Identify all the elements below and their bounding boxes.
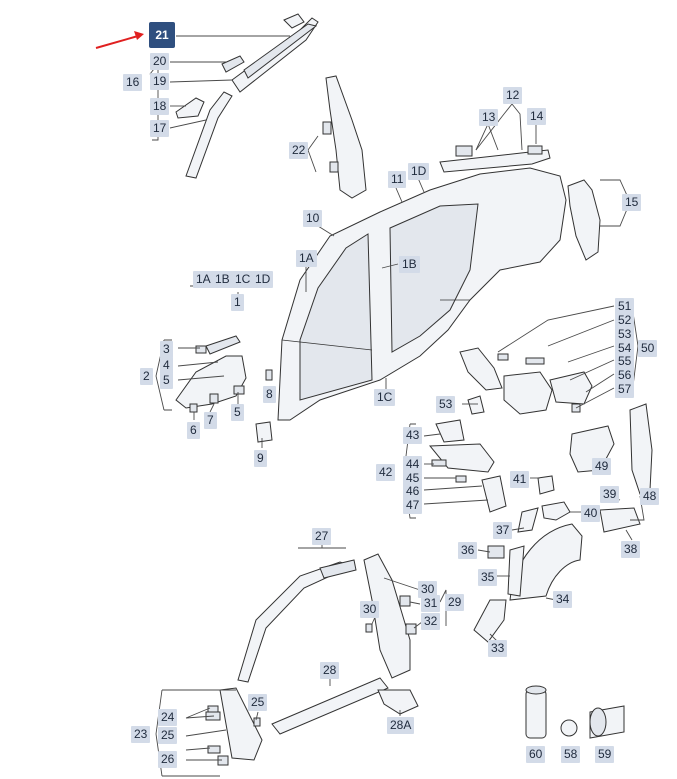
callout-label: 41 [510, 471, 530, 488]
callout-label: 40 [581, 505, 601, 522]
callout-label: 50 [638, 340, 658, 357]
callout-label: 45 [403, 470, 423, 487]
callout-label: 44 [403, 456, 423, 473]
callout-label: 1C [232, 271, 254, 288]
callout-label: 9 [254, 450, 267, 467]
callout-label: 23 [131, 726, 151, 743]
callout-label: 37 [493, 522, 513, 539]
callout-label: 58 [561, 746, 581, 763]
callout-label: 55 [615, 353, 635, 370]
callout-label: 4 [160, 357, 173, 374]
callout-label: 2 [140, 368, 153, 385]
callout-label: 15 [622, 194, 642, 211]
callout-label: 32 [421, 613, 441, 630]
callout-label: 1D [408, 163, 430, 180]
callout-label: 3 [160, 341, 173, 358]
callout-label: 27 [312, 528, 332, 545]
diagram-number-badge: 21 [149, 22, 175, 48]
callout-label: 5 [160, 372, 173, 389]
callout-label: 6 [187, 422, 200, 439]
callout-label: 24 [158, 709, 178, 726]
callout-label: 54 [615, 340, 635, 357]
callout-label: 26 [158, 751, 178, 768]
callout-label: 1B [212, 271, 233, 288]
callout-label: 28 [320, 662, 340, 679]
callout-label: 8 [263, 386, 276, 403]
wheelhouse-inner-parts [428, 419, 555, 513]
callout-label: 1A [296, 250, 317, 267]
callout-label: 53 [615, 326, 635, 343]
callout-label: 47 [403, 497, 423, 514]
callout-label: 17 [150, 120, 170, 137]
callout-label: 35 [478, 569, 498, 586]
callout-label: 22 [289, 142, 309, 159]
callout-label: 1D [252, 271, 274, 288]
callout-label: 34 [553, 591, 573, 608]
callout-label: 57 [615, 381, 635, 398]
body-side-panel [277, 167, 567, 421]
callout-label: 5 [231, 404, 244, 421]
callout-label: 20 [150, 53, 170, 70]
callout-label: 53 [436, 396, 456, 413]
callout-label: 18 [150, 98, 170, 115]
callout-label: 42 [376, 464, 396, 481]
callout-label: 39 [600, 486, 620, 503]
front-wheelhouse-parts [175, 335, 273, 443]
callout-label: 30 [418, 581, 438, 598]
callout-label: 7 [204, 412, 217, 429]
callout-label: 52 [615, 312, 635, 329]
pointer-arrow-icon [95, 31, 144, 49]
callout-label: 13 [479, 109, 499, 126]
callout-label: 14 [527, 108, 547, 125]
callout-label: 16 [123, 74, 143, 91]
callout-label: 11 [388, 171, 407, 188]
callout-label: 12 [503, 87, 523, 104]
callout-label: 31 [421, 595, 441, 612]
callout-label: 56 [615, 367, 635, 384]
callout-label: 49 [592, 458, 612, 475]
b-pillar-reinforcement [322, 75, 367, 199]
callout-label: 1C [374, 389, 396, 406]
rear-wheelhouse-parts [459, 347, 593, 415]
rear-quarter-bracket [567, 179, 601, 261]
callout-label: 48 [640, 488, 660, 505]
callout-label: 29 [445, 594, 465, 611]
roof-rail-assembly [175, 13, 319, 179]
callout-label: 10 [303, 210, 323, 227]
callout-label: 60 [526, 746, 546, 763]
callout-label: 51 [615, 298, 635, 315]
callout-label: 43 [403, 427, 423, 444]
callout-label: 59 [595, 746, 615, 763]
callout-label: 30 [360, 601, 380, 618]
callout-label: 1 [231, 294, 244, 311]
accessory-parts [525, 685, 625, 739]
callout-label: 25 [158, 727, 178, 744]
callout-label: 19 [150, 73, 170, 90]
callout-label: 28A [387, 717, 415, 734]
rear-roof-rail [439, 145, 551, 173]
callout-label: 46 [403, 483, 423, 500]
callout-label: 1A [193, 271, 214, 288]
callout-label: 36 [458, 542, 478, 559]
lower-pillar-assembly [205, 553, 419, 766]
callout-label: 1B [399, 256, 420, 273]
callout-label: 38 [621, 541, 641, 558]
rear-wheel-arch [473, 501, 641, 643]
callout-label: 33 [488, 640, 508, 657]
callout-label: 25 [248, 694, 268, 711]
